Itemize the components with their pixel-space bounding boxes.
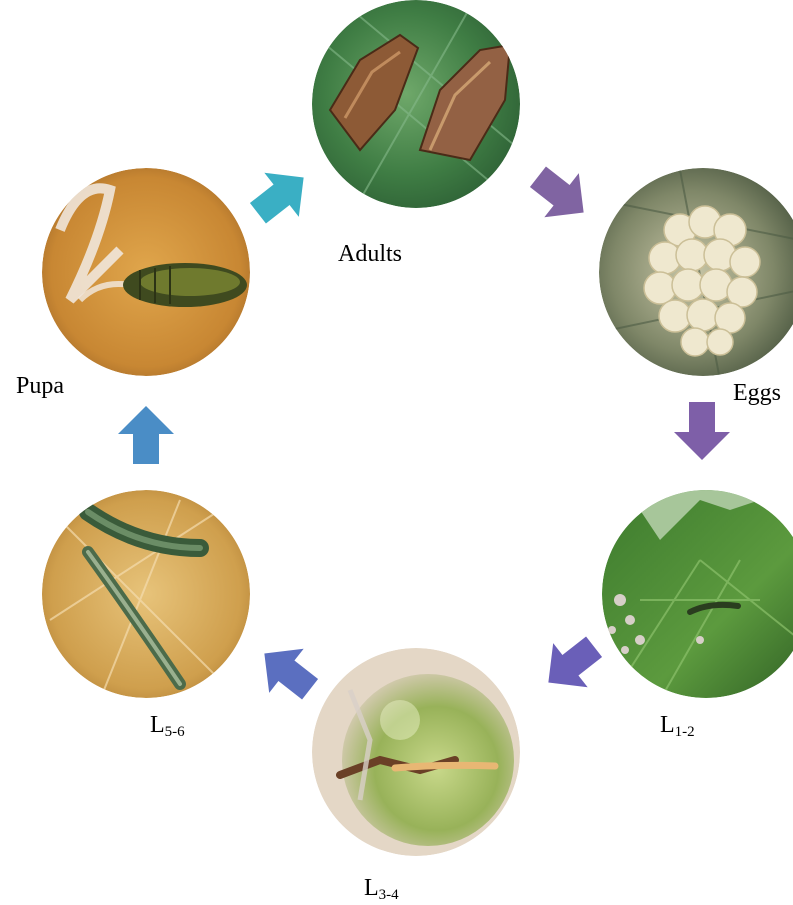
arrow-eggs-to-l1-2 — [674, 402, 730, 460]
label-l3-4-sub: 3-4 — [379, 887, 399, 903]
label-pupa: Pupa — [16, 374, 64, 398]
label-eggs: Eggs — [733, 381, 781, 405]
arrow-pupa-to-adults — [241, 155, 321, 235]
adults-photo — [312, 0, 520, 208]
label-l1-2: L1-2 — [660, 713, 695, 740]
label-l5-6-sub: 5-6 — [165, 724, 185, 740]
eggs-photo — [599, 168, 793, 380]
arrow-l1-2-to-l3-4 — [531, 625, 611, 705]
label-adults-text: Adults — [338, 241, 402, 267]
label-l1-2-text: L — [660, 712, 675, 738]
l1-2-photo — [600, 490, 793, 700]
arrow-adults-to-eggs — [521, 155, 601, 235]
arrow-l3-4-to-l5-6 — [247, 631, 327, 711]
arrow-l5-6-to-pupa — [118, 406, 174, 464]
label-pupa-text: Pupa — [16, 373, 64, 399]
label-l3-4: L3-4 — [364, 876, 399, 903]
label-l5-6: L5-6 — [150, 713, 185, 740]
pupa-photo — [42, 168, 250, 376]
l5-6-photo — [42, 490, 250, 700]
label-l1-2-sub: 1-2 — [675, 724, 695, 740]
label-l5-6-text: L — [150, 712, 165, 738]
label-eggs-text: Eggs — [733, 380, 781, 406]
label-l3-4-text: L — [364, 875, 379, 901]
l3-4-photo — [312, 648, 520, 856]
label-adults: Adults — [338, 242, 402, 266]
